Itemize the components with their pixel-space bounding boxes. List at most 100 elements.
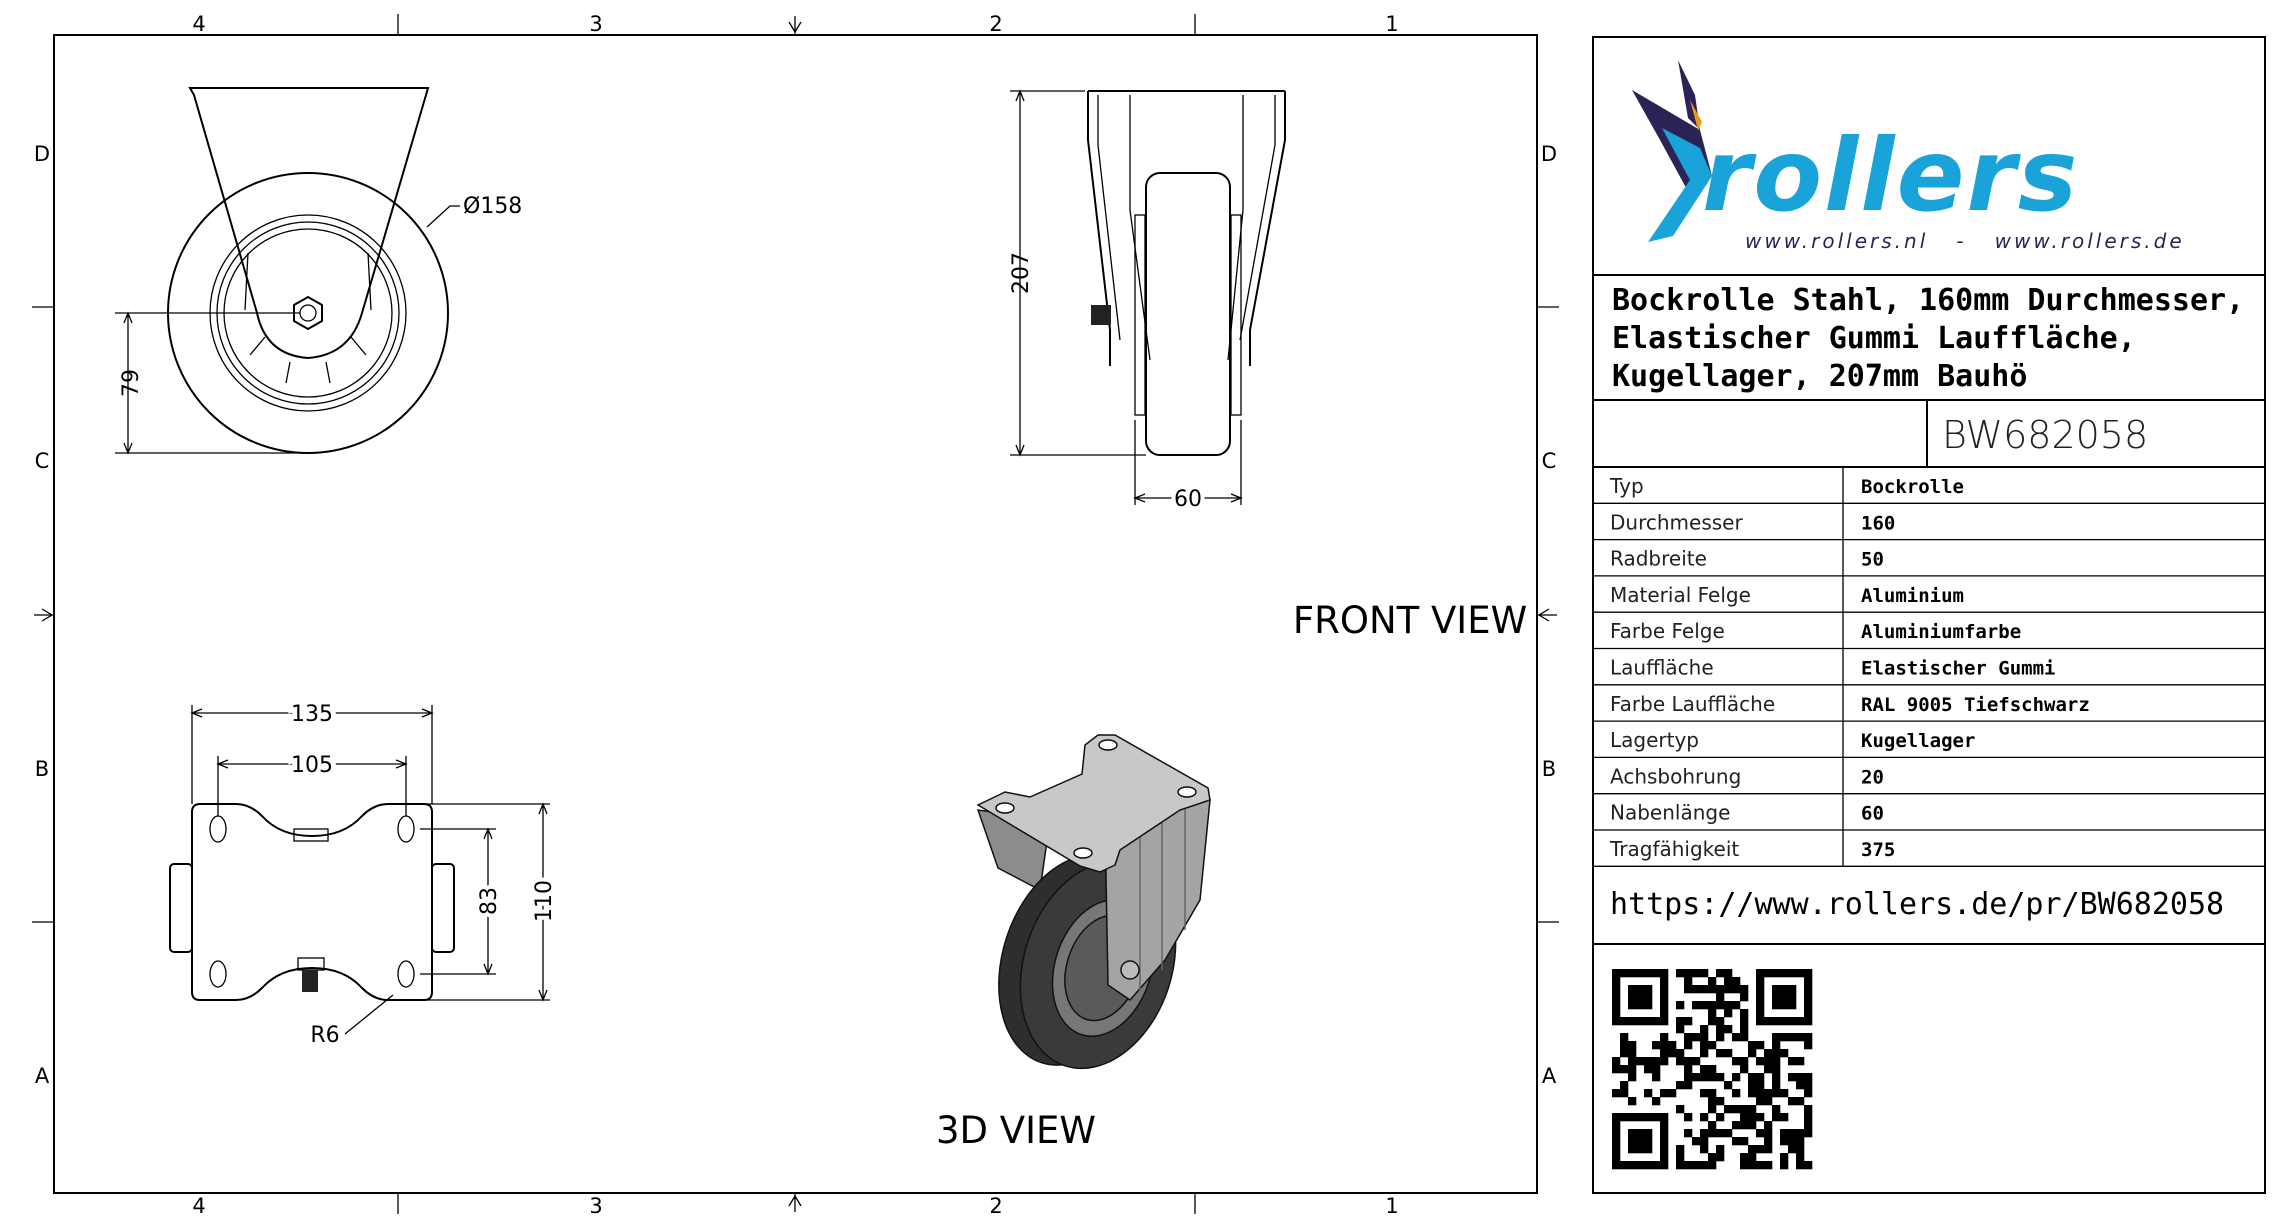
qr-module xyxy=(1700,1073,1709,1082)
qr-module xyxy=(1684,977,1693,986)
qr-module xyxy=(1700,1137,1709,1146)
qr-module xyxy=(1700,1113,1709,1122)
qr-module xyxy=(1612,1121,1621,1130)
qr-module xyxy=(1764,1057,1773,1066)
side-view: Ø158 79 xyxy=(115,87,522,455)
qr-module xyxy=(1724,1025,1733,1034)
qr-module xyxy=(1772,1033,1781,1042)
qr-module xyxy=(1700,1049,1709,1058)
row-divider xyxy=(1593,793,2265,831)
qr-module xyxy=(1700,969,1709,978)
qr-module xyxy=(1708,1009,1717,1018)
qr-module xyxy=(1612,1001,1621,1010)
qr-module xyxy=(1620,1089,1629,1098)
qr-module xyxy=(1724,1105,1733,1114)
qr-module xyxy=(1684,1129,1693,1138)
qr-module xyxy=(1660,1057,1669,1066)
qr-module xyxy=(1676,1105,1685,1114)
qr-module xyxy=(1612,1017,1621,1026)
qr-module xyxy=(1740,993,1749,1002)
qr-module xyxy=(1724,969,1733,978)
qr-module xyxy=(1708,1041,1717,1050)
qr-module xyxy=(1748,1153,1757,1162)
qr-module xyxy=(1780,1049,1789,1058)
product-url[interactable]: https://www.rollers.de/pr/BW682058 xyxy=(1610,887,2224,922)
axle-height-dimension: 79 xyxy=(119,369,144,397)
qr-module xyxy=(1796,1033,1805,1042)
qr-module xyxy=(1796,969,1805,978)
qr-module xyxy=(1700,985,1709,994)
qr-module xyxy=(1764,1065,1773,1074)
qr-module xyxy=(1716,1153,1725,1162)
qr-module xyxy=(1764,1145,1773,1154)
qr-module xyxy=(1796,1137,1805,1146)
qr-module xyxy=(1748,1105,1757,1114)
overall-depth-dimension: 110 xyxy=(532,880,557,922)
qr-module xyxy=(1676,1057,1685,1066)
qr-module xyxy=(1716,969,1725,978)
qr-code[interactable] xyxy=(1612,969,1813,1170)
qr-module xyxy=(1740,1057,1749,1066)
qr-module xyxy=(1684,1161,1693,1170)
spec-value: Kugellager xyxy=(1861,730,1975,752)
qr-module xyxy=(1732,1121,1741,1130)
qr-module xyxy=(1764,1049,1773,1058)
qr-module xyxy=(1756,1161,1765,1170)
qr-module xyxy=(1716,985,1725,994)
top-view: 135 105 83 110 R6 xyxy=(169,697,561,1048)
qr-module xyxy=(1772,1057,1781,1066)
qr-module xyxy=(1780,1017,1789,1026)
qr-module xyxy=(1692,1073,1701,1082)
qr-module xyxy=(1740,1033,1749,1042)
qr-module xyxy=(1676,1025,1685,1034)
qr-module xyxy=(1772,1065,1781,1074)
qr-module xyxy=(1788,1001,1797,1010)
qr-module xyxy=(1612,1145,1621,1154)
qr-module xyxy=(1724,1081,1733,1090)
qr-module xyxy=(1612,969,1621,978)
qr-module xyxy=(1740,1161,1749,1170)
qr-module xyxy=(1708,1001,1717,1010)
qr-module xyxy=(1756,1081,1765,1090)
qr-module xyxy=(1628,1001,1637,1010)
qr-module xyxy=(1692,1137,1701,1146)
qr-module xyxy=(1676,1145,1685,1154)
qr-module xyxy=(1612,1137,1621,1146)
qr-module xyxy=(1620,1081,1629,1090)
qr-module xyxy=(1660,1129,1669,1138)
title-line-3: Kugellager, 207mm Bauhö xyxy=(1612,359,2027,394)
qr-module xyxy=(1748,1081,1757,1090)
qr-module xyxy=(1772,1105,1781,1114)
qr-module xyxy=(1804,1081,1813,1090)
qr-module xyxy=(1628,969,1637,978)
qr-module xyxy=(1772,985,1781,994)
spec-value: 20 xyxy=(1861,766,1884,788)
qr-module xyxy=(1756,1089,1765,1098)
qr-module xyxy=(1620,1113,1629,1122)
qr-module xyxy=(1780,1033,1789,1042)
qr-module xyxy=(1780,1153,1789,1162)
zone-col-3: 3 xyxy=(589,12,602,36)
qr-module xyxy=(1796,1073,1805,1082)
qr-module xyxy=(1628,1137,1637,1146)
qr-module xyxy=(1756,1009,1765,1018)
qr-module xyxy=(1652,1113,1661,1122)
title-line-2: Elastischer Gummi Lauffläche, xyxy=(1612,321,2136,356)
qr-module xyxy=(1780,1001,1789,1010)
qr-module xyxy=(1612,1009,1621,1018)
qr-module xyxy=(1708,985,1717,994)
qr-module xyxy=(1708,1073,1717,1082)
qr-module xyxy=(1636,1137,1645,1146)
qr-module xyxy=(1732,1137,1741,1146)
overall-width-dimension: 135 xyxy=(291,702,333,727)
qr-module xyxy=(1732,1105,1741,1114)
row-divider xyxy=(1593,648,2265,686)
qr-module xyxy=(1644,1065,1653,1074)
qr-module xyxy=(1660,1033,1669,1042)
qr-module xyxy=(1796,1081,1805,1090)
spec-label: Nabenlänge xyxy=(1610,801,1730,825)
qr-module xyxy=(1756,977,1765,986)
